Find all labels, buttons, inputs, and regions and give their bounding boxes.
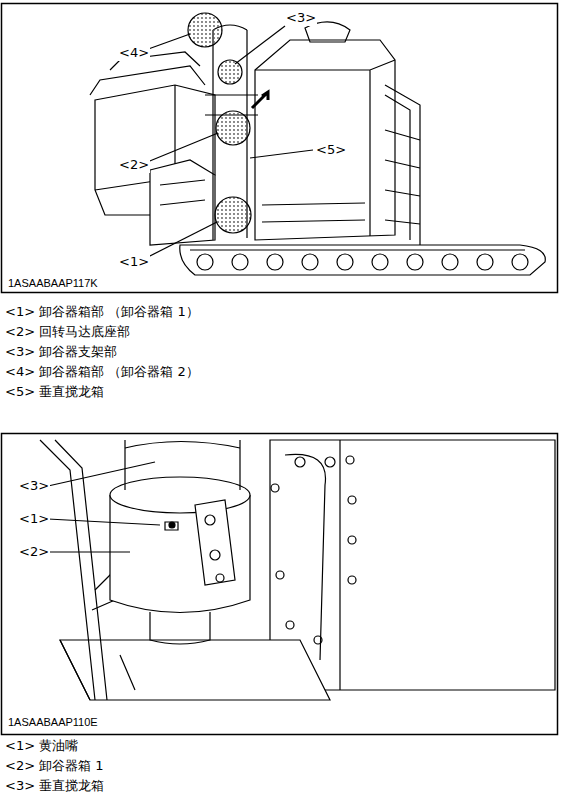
key-line: <3> 卸谷器支架部	[5, 344, 117, 360]
callout-number: <3>	[18, 478, 50, 494]
callout-number: <2>	[18, 544, 50, 560]
callout-number: <2>	[118, 157, 150, 173]
key-line: <4> 卸谷器箱部 （卸谷器箱 2）	[5, 364, 199, 380]
key-line: <2> 卸谷器箱 1	[5, 758, 104, 774]
figure-code: 1ASAABAAP117K	[8, 275, 98, 291]
callout-number: <1>	[118, 254, 150, 270]
figure-code: 1ASAABAAP110E	[8, 714, 98, 730]
callout-number: <3>	[285, 10, 317, 26]
callout-number: <4>	[118, 45, 150, 61]
key-line: <1> 卸谷器箱部 （卸谷器箱 1）	[5, 304, 199, 320]
key-line: <3> 垂直搅龙箱	[5, 778, 104, 794]
callout-number: <5>	[315, 142, 347, 158]
callout-number: <1>	[18, 511, 50, 527]
key-line: <1> 黄油嘴	[5, 738, 78, 754]
key-line: <2> 回转马达底座部	[5, 324, 130, 340]
key-line: <5> 垂直搅龙箱	[5, 384, 104, 400]
